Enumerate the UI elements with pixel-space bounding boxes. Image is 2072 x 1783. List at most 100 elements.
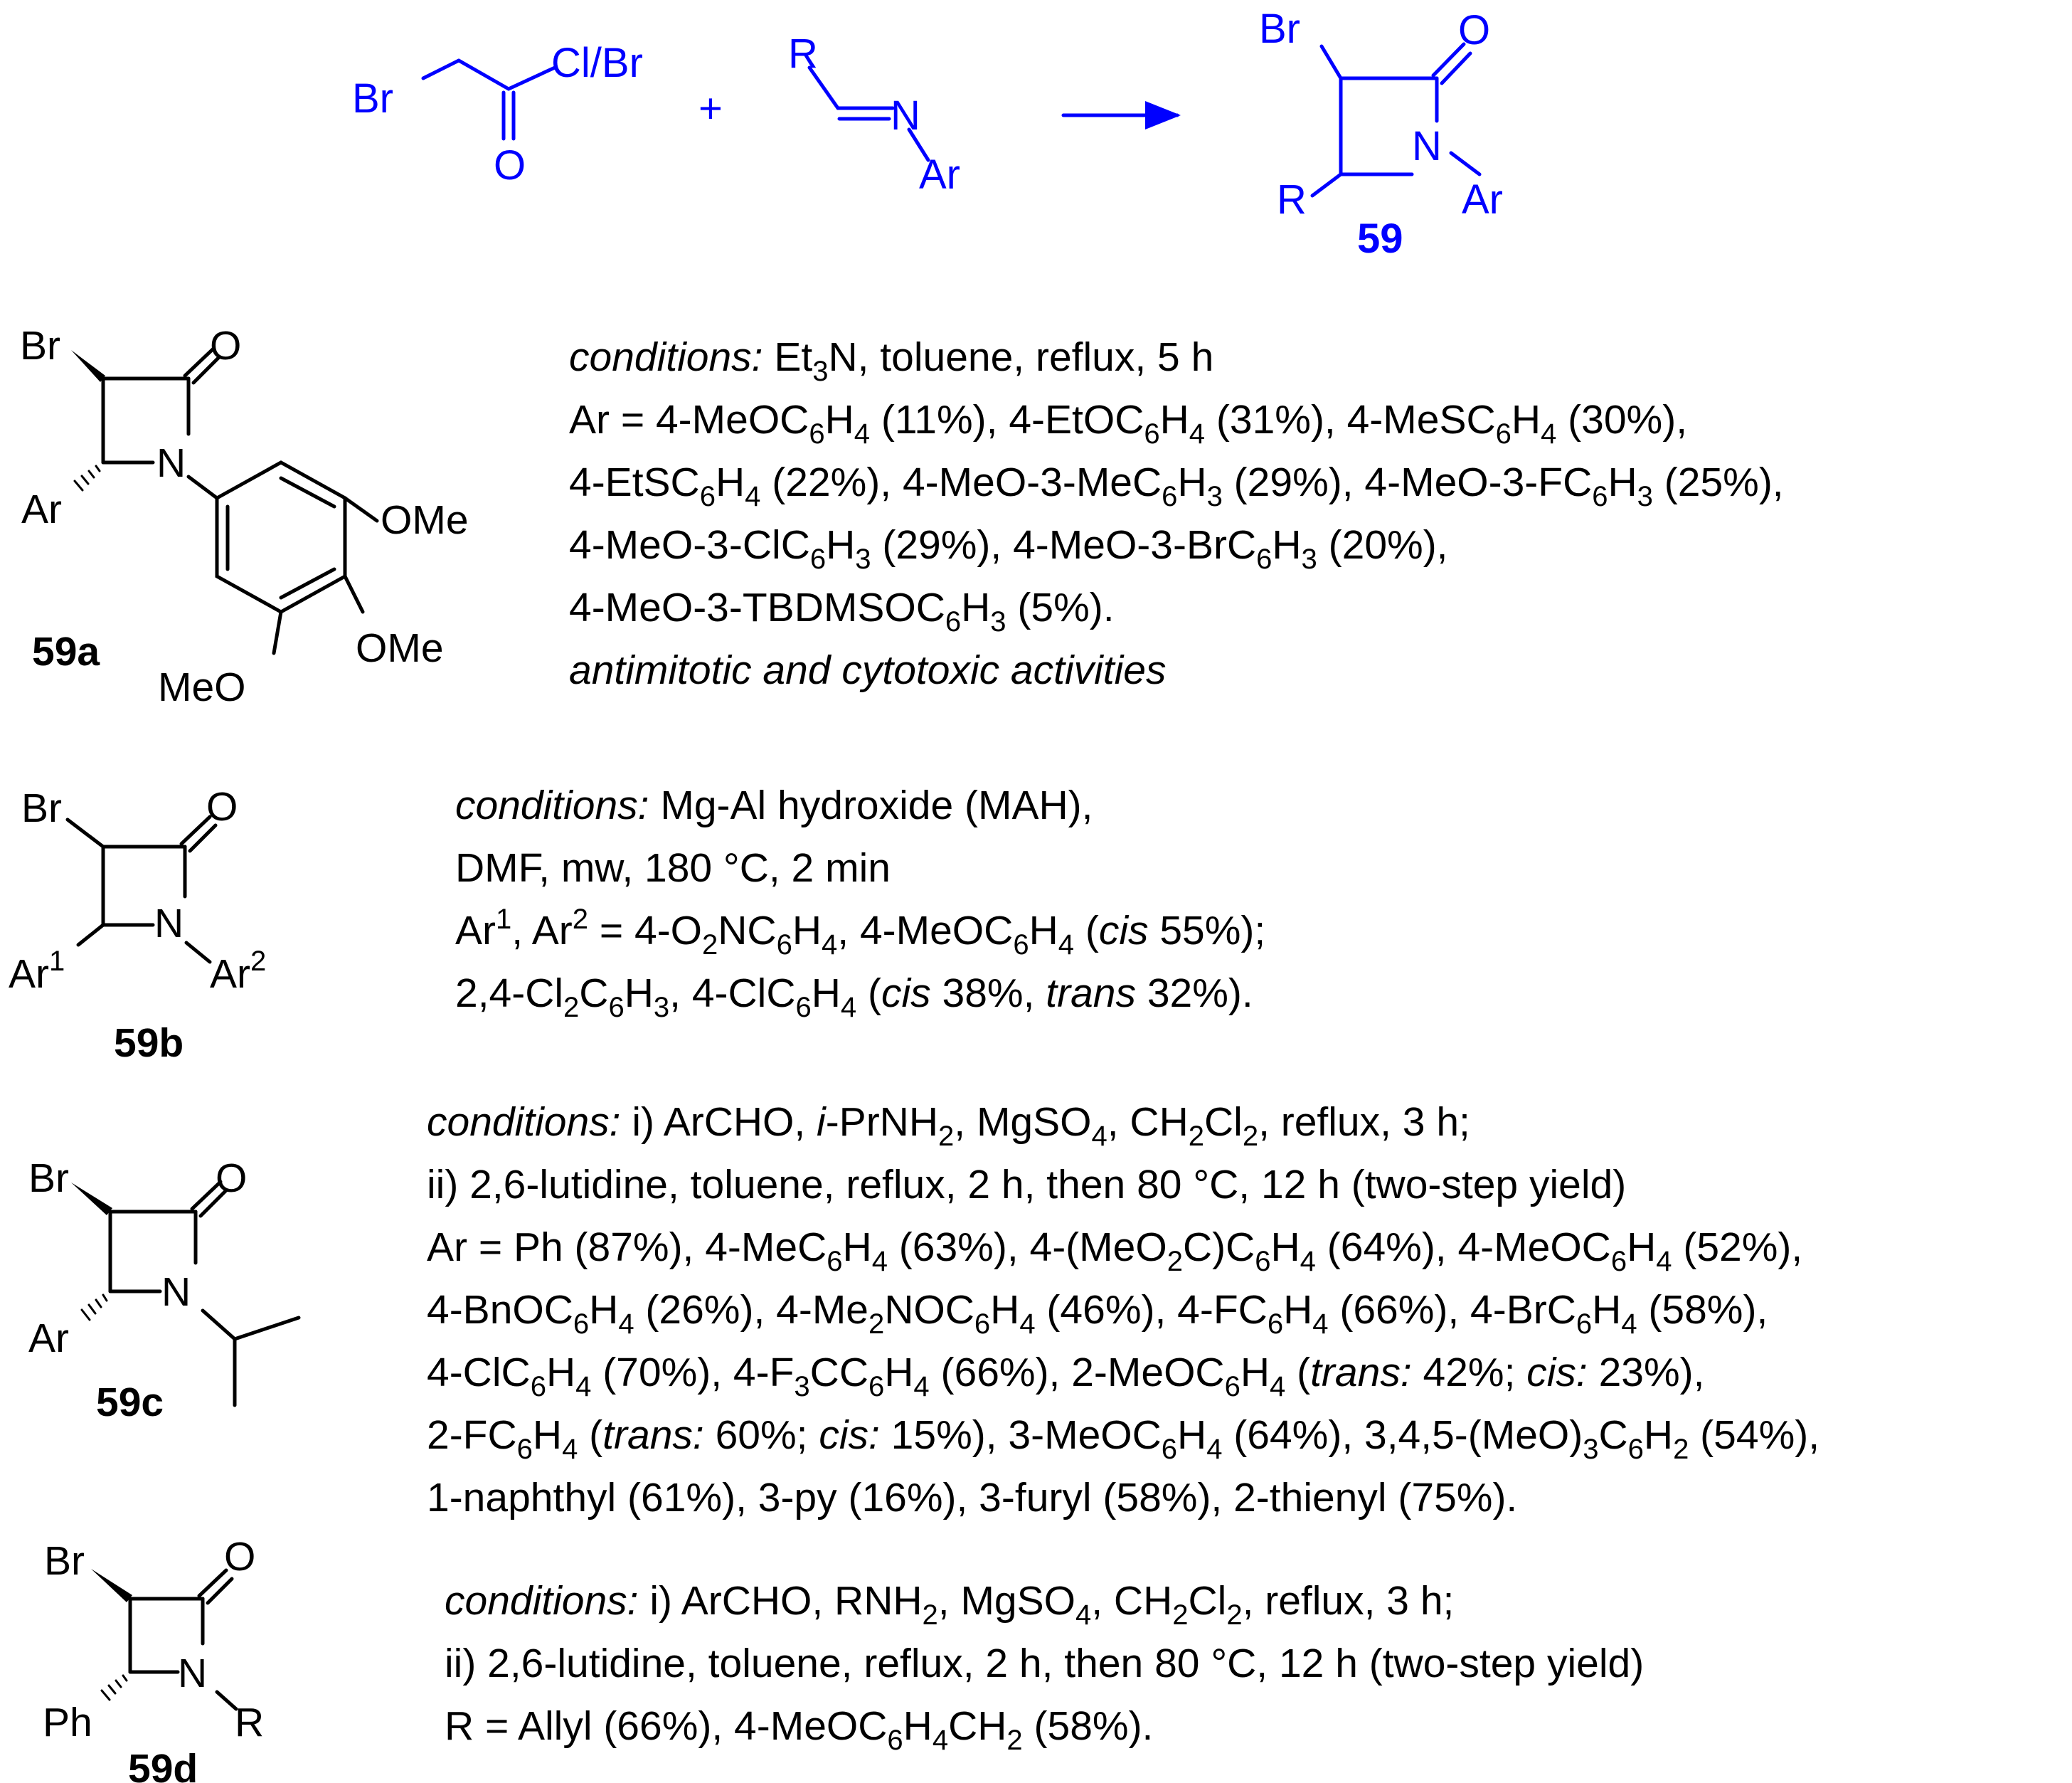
atom-label: Cl/Br bbox=[551, 40, 643, 86]
atom-label: N bbox=[178, 1651, 207, 1696]
atom-label: O bbox=[1458, 7, 1490, 53]
atom-label: Br bbox=[44, 1538, 85, 1584]
bond bbox=[183, 346, 216, 378]
bond bbox=[190, 1180, 223, 1211]
bond bbox=[179, 815, 212, 846]
conditions-line: R = Allyl (66%), 4-MeOC6H4CH2 (58%). bbox=[445, 1703, 1154, 1756]
bond bbox=[807, 65, 840, 110]
atom-label: N bbox=[891, 92, 920, 139]
atom-label: R bbox=[235, 1700, 264, 1745]
atom-label: Ph bbox=[43, 1700, 92, 1745]
hashed-bond bbox=[100, 1674, 128, 1701]
bond bbox=[1440, 51, 1472, 85]
atom-label: OMe bbox=[356, 625, 444, 671]
atom-label: Br bbox=[352, 75, 393, 122]
compound-59b-conditions: conditions: Mg-Al hydroxide (MAH), DMF, … bbox=[455, 774, 1265, 1025]
bond bbox=[1319, 44, 1343, 80]
atom-label-ar2: Ar2 bbox=[210, 946, 266, 997]
conditions-line: 4-MeO-3-TBDMSOC6H3 (5%). bbox=[569, 585, 1115, 637]
atom-label: N bbox=[156, 440, 186, 486]
bond bbox=[343, 496, 379, 523]
atom-label: Br bbox=[1259, 6, 1300, 52]
compound-59a-structure bbox=[71, 346, 379, 655]
bond bbox=[279, 567, 336, 600]
conditions-line: DMF, mw, 180 °C, 2 min bbox=[455, 845, 891, 891]
atom-label: MeO bbox=[158, 665, 246, 710]
compound-59b-structure bbox=[65, 815, 218, 964]
conditions-line: conditions: Et3N, toluene, reflux, 5 h bbox=[569, 334, 1214, 387]
bond bbox=[191, 355, 221, 385]
hashed-bond bbox=[73, 465, 101, 492]
conditions-line: conditions: i) ArCHO, RNH2, MgSO4, CH2Cl… bbox=[445, 1578, 1455, 1631]
atom-label: N bbox=[1412, 123, 1442, 169]
conditions-line: 2,4-Cl2C6H3, 4-ClC6H4 (cis 38%, trans 32… bbox=[455, 970, 1253, 1023]
bond bbox=[1449, 151, 1482, 176]
bond bbox=[457, 58, 511, 91]
wedge-bond bbox=[71, 350, 105, 382]
atom-label: Ar bbox=[21, 487, 62, 532]
bond bbox=[206, 1577, 234, 1605]
atom-label-ar1: Ar1 bbox=[9, 946, 65, 997]
conditions-line: 2-FC6H4 (trans: 60%; cis: 15%), 3-MeOC6H… bbox=[427, 1412, 1820, 1465]
atom-label: Ar bbox=[919, 152, 960, 198]
bond bbox=[343, 574, 365, 614]
plus-sign: + bbox=[698, 85, 723, 132]
atom-label: Br bbox=[28, 1155, 69, 1201]
bond bbox=[506, 65, 557, 91]
bond bbox=[184, 941, 212, 964]
hashed-bond bbox=[80, 1293, 108, 1321]
conditions-line: Ar = Ph (87%), 4-MeC6H4 (63%), 4-(MeO2C)… bbox=[427, 1224, 1803, 1277]
conditions-line: Ar1, Ar2 = 4-O2NC6H4, 4-MeOC6H4 (cis 55%… bbox=[455, 904, 1266, 961]
conditions-line: conditions: Mg-Al hydroxide (MAH), bbox=[455, 783, 1093, 828]
conditions-line: Ar = 4-MeOC6H4 (11%), 4-EtOC6H4 (31%), 4… bbox=[569, 397, 1688, 450]
compound-label-59c: 59c bbox=[96, 1380, 164, 1425]
conditions-line: 1-naphthyl (61%), 3-py (16%), 3-furyl (5… bbox=[427, 1475, 1518, 1520]
aromatic-ring bbox=[215, 460, 347, 614]
conditions-line: 4-EtSC6H4 (22%), 4-MeO-3-MeC6H3 (29%), 4… bbox=[569, 460, 1784, 512]
bond bbox=[215, 1690, 238, 1711]
compound-label-59: 59 bbox=[1357, 216, 1403, 262]
bond bbox=[186, 475, 219, 500]
activity-note: antimitotic and cytotoxic activities bbox=[569, 647, 1167, 693]
wedge-bond bbox=[91, 1569, 132, 1602]
compound-59d-conditions: conditions: i) ArCHO, RNH2, MgSO4, CH2Cl… bbox=[445, 1570, 1644, 1757]
atom-label: N bbox=[154, 901, 184, 946]
conditions-line: 4-MeO-3-ClC6H3 (29%), 4-MeO-3-BrC6H3 (20… bbox=[569, 522, 1448, 575]
atom-label: Ar bbox=[28, 1316, 69, 1361]
atom-label: Br bbox=[20, 323, 60, 369]
bond bbox=[201, 1308, 237, 1341]
bond bbox=[421, 58, 461, 80]
bond bbox=[188, 823, 218, 853]
atom-label: OMe bbox=[381, 497, 469, 543]
bond bbox=[198, 1188, 228, 1218]
atom-label: Br bbox=[21, 785, 62, 831]
conditions-line: 4-BnOC6H4 (26%), 4-Me2NOC6H4 (46%), 4-FC… bbox=[427, 1287, 1768, 1340]
compound-label-59b: 59b bbox=[114, 1020, 184, 1066]
atom-label: O bbox=[206, 784, 238, 830]
reaction-equation bbox=[421, 42, 1482, 198]
bond bbox=[65, 818, 105, 849]
bond bbox=[233, 1316, 301, 1341]
conditions-line: ii) 2,6-lutidine, toluene, reflux, 2 h, … bbox=[445, 1641, 1645, 1686]
compound-label-59d: 59d bbox=[128, 1746, 198, 1783]
atom-label: Ar bbox=[1462, 176, 1503, 223]
conditions-line: 4-ClC6H4 (70%), 4-F3CC6H4 (66%), 2-MeOC6… bbox=[427, 1350, 1705, 1402]
atom-label: O bbox=[210, 323, 241, 369]
atom-label: R bbox=[1277, 176, 1307, 223]
bond bbox=[76, 923, 105, 947]
atom-label: R bbox=[788, 31, 818, 77]
atom-label: O bbox=[494, 142, 526, 189]
compound-59a-conditions: conditions: Et3N, toluene, reflux, 5 h A… bbox=[569, 326, 1784, 702]
bond bbox=[197, 1568, 228, 1598]
bond bbox=[279, 476, 336, 509]
bond bbox=[907, 127, 930, 162]
atom-label: O bbox=[224, 1534, 255, 1580]
bond bbox=[272, 610, 283, 655]
atom-label: N bbox=[161, 1269, 191, 1315]
bond bbox=[1431, 42, 1466, 78]
atom-label: O bbox=[216, 1155, 247, 1201]
compound-59d-structure bbox=[91, 1568, 238, 1711]
compound-label-59a: 59a bbox=[32, 629, 100, 674]
conditions-line: ii) 2,6-lutidine, toluene, reflux, 2 h, … bbox=[427, 1162, 1627, 1207]
